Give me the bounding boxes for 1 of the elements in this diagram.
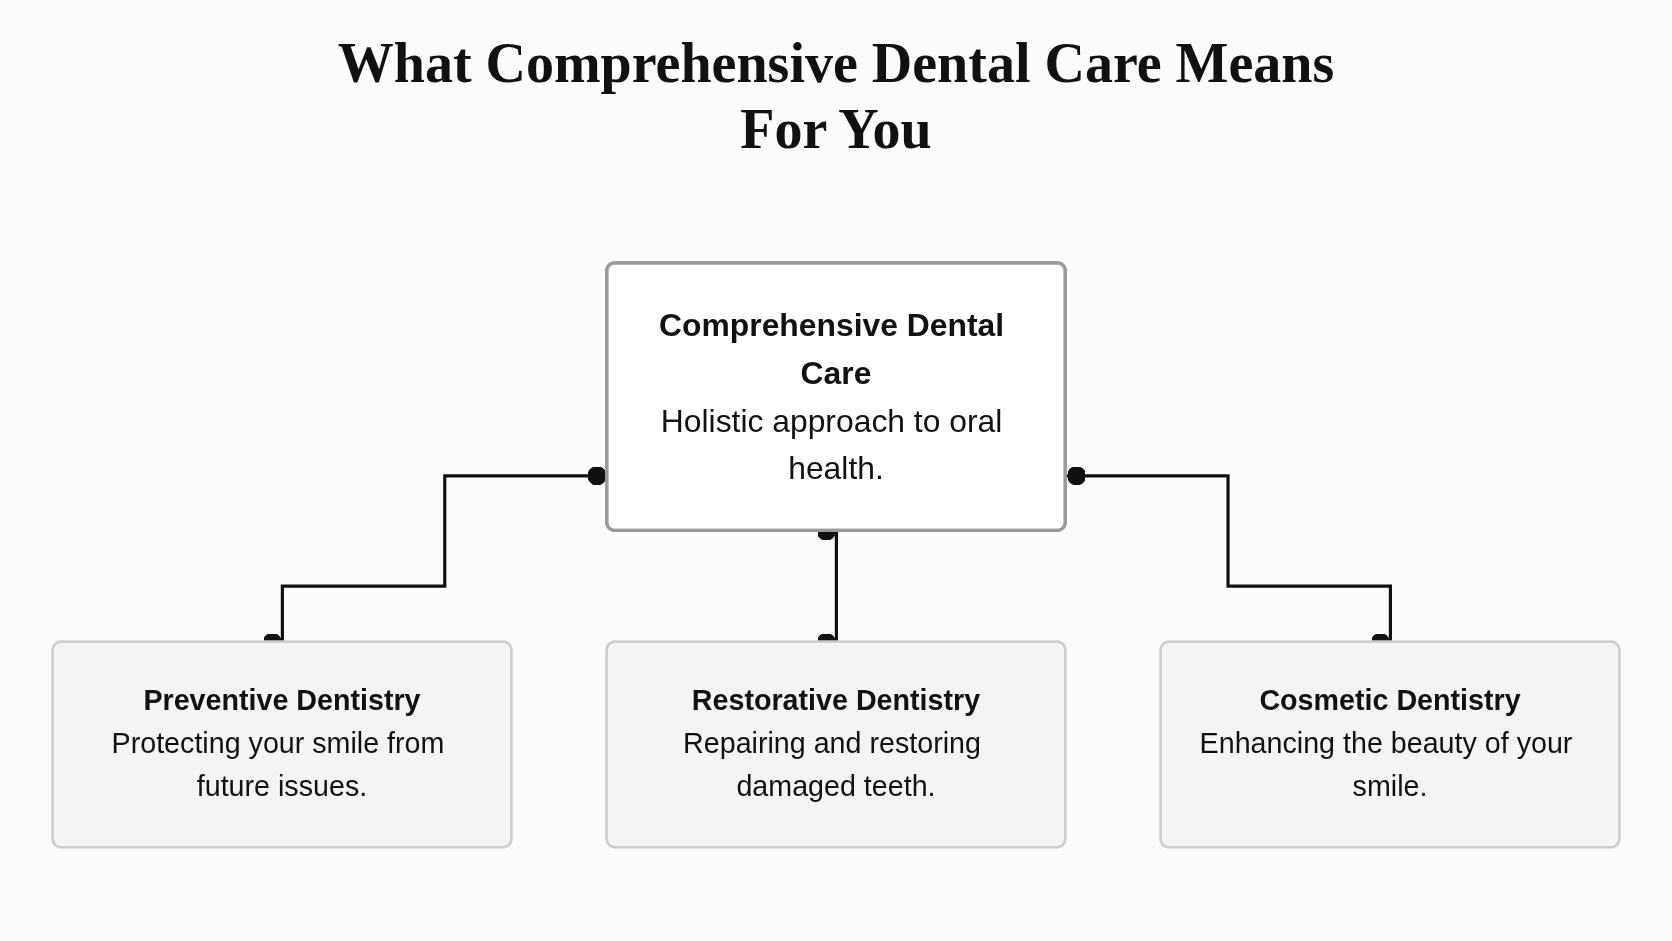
title: What Comprehensive Dental Care Means For You <box>336 31 1336 162</box>
